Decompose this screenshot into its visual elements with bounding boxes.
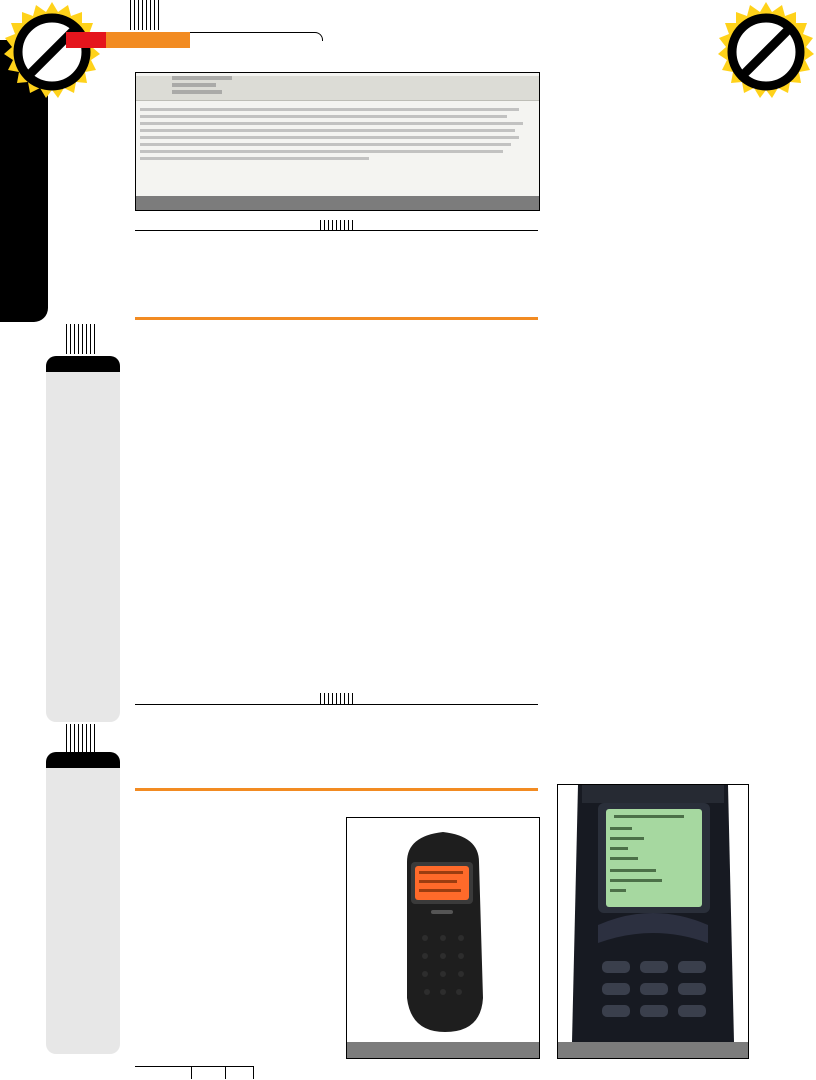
section-rule: [135, 704, 538, 705]
top-tick-marks: [130, 0, 159, 30]
sidebar-box: [46, 752, 120, 1054]
sidebar-header-bar: [46, 752, 120, 768]
sidebar-tick-marks: [66, 724, 95, 754]
section-orange-rule: [135, 788, 538, 791]
mid-tick-marks: [320, 693, 353, 704]
red-tab: [66, 32, 106, 48]
phone-figure-orange: [346, 817, 540, 1059]
email-body: [136, 101, 539, 167]
sidebar-tick-marks: [66, 324, 95, 354]
no-entry-icon: [4, 2, 100, 98]
sidebar-box: [46, 356, 120, 722]
email-header: [136, 76, 539, 101]
email-screenshot: [135, 72, 540, 211]
figure-caption-bar: [136, 196, 539, 210]
phone-image: [407, 832, 483, 1032]
section-rule: [135, 230, 538, 231]
section-orange-rule: [135, 317, 538, 320]
mid-tick-marks: [320, 220, 353, 231]
figure-caption-bar: [347, 1042, 539, 1058]
orange-tab: [106, 32, 190, 48]
sidebar-header-bar: [46, 356, 120, 372]
footer-page-box: [135, 1066, 254, 1079]
phone-image: [572, 785, 734, 1042]
phone-figure-green: [557, 784, 749, 1059]
figure-caption-bar: [558, 1042, 748, 1058]
top-rule: [190, 32, 323, 41]
no-entry-icon: [718, 2, 814, 98]
